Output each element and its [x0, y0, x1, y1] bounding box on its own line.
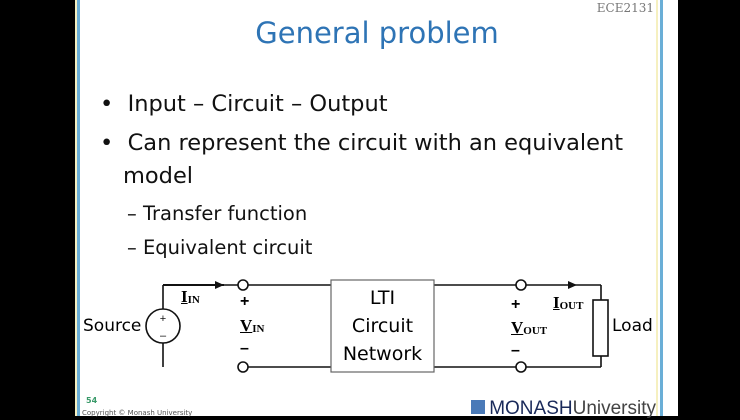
v-out-minus: –: [511, 342, 520, 359]
border-left: [75, 0, 77, 416]
border-right-blue: [660, 0, 663, 416]
monash-logo: MONASHUniversity: [471, 398, 656, 420]
source-plus: +: [160, 313, 166, 325]
i-out-label: IOUT: [553, 293, 584, 312]
load-resistor: [592, 299, 609, 357]
border-right: [656, 0, 658, 416]
bullet-1: • Input – Circuit – Output: [100, 91, 388, 117]
bullet-2-cont: model: [123, 163, 194, 189]
voltage-source: [145, 308, 181, 344]
v-in-label: VIN: [240, 316, 265, 335]
page-number: 54: [86, 396, 98, 405]
v-in-minus: –: [240, 340, 249, 357]
bullet-2: • Can represent the circuit with an equi…: [100, 130, 624, 156]
v-out-plus: +: [511, 296, 521, 313]
load-label: Load: [612, 316, 653, 336]
output-terminal-top: [515, 279, 527, 291]
slide: ECE2131 General problem • Input – Circui…: [75, 0, 678, 419]
slide-title: General problem: [255, 16, 499, 50]
v-out-label: VOUT: [511, 318, 548, 337]
v-in-plus: +: [240, 293, 250, 310]
source-label: Source: [83, 316, 142, 336]
input-terminal-bottom: [237, 361, 249, 373]
i-in-label: IIN: [181, 287, 200, 306]
border-left-blue: [77, 0, 80, 416]
course-code: ECE2131: [596, 1, 654, 15]
output-terminal-bottom: [515, 361, 527, 373]
input-terminal-top: [237, 279, 249, 291]
sub-bullet-2: – Equivalent circuit: [127, 236, 313, 259]
monash-shield-icon: [471, 400, 486, 414]
source-minus: –: [160, 330, 167, 342]
copyright: Copyright © Monash University: [82, 409, 193, 417]
lti-box: [330, 279, 435, 373]
circuit-diagram: +–: [145, 279, 609, 373]
sub-bullet-1: – Transfer function: [127, 202, 308, 225]
